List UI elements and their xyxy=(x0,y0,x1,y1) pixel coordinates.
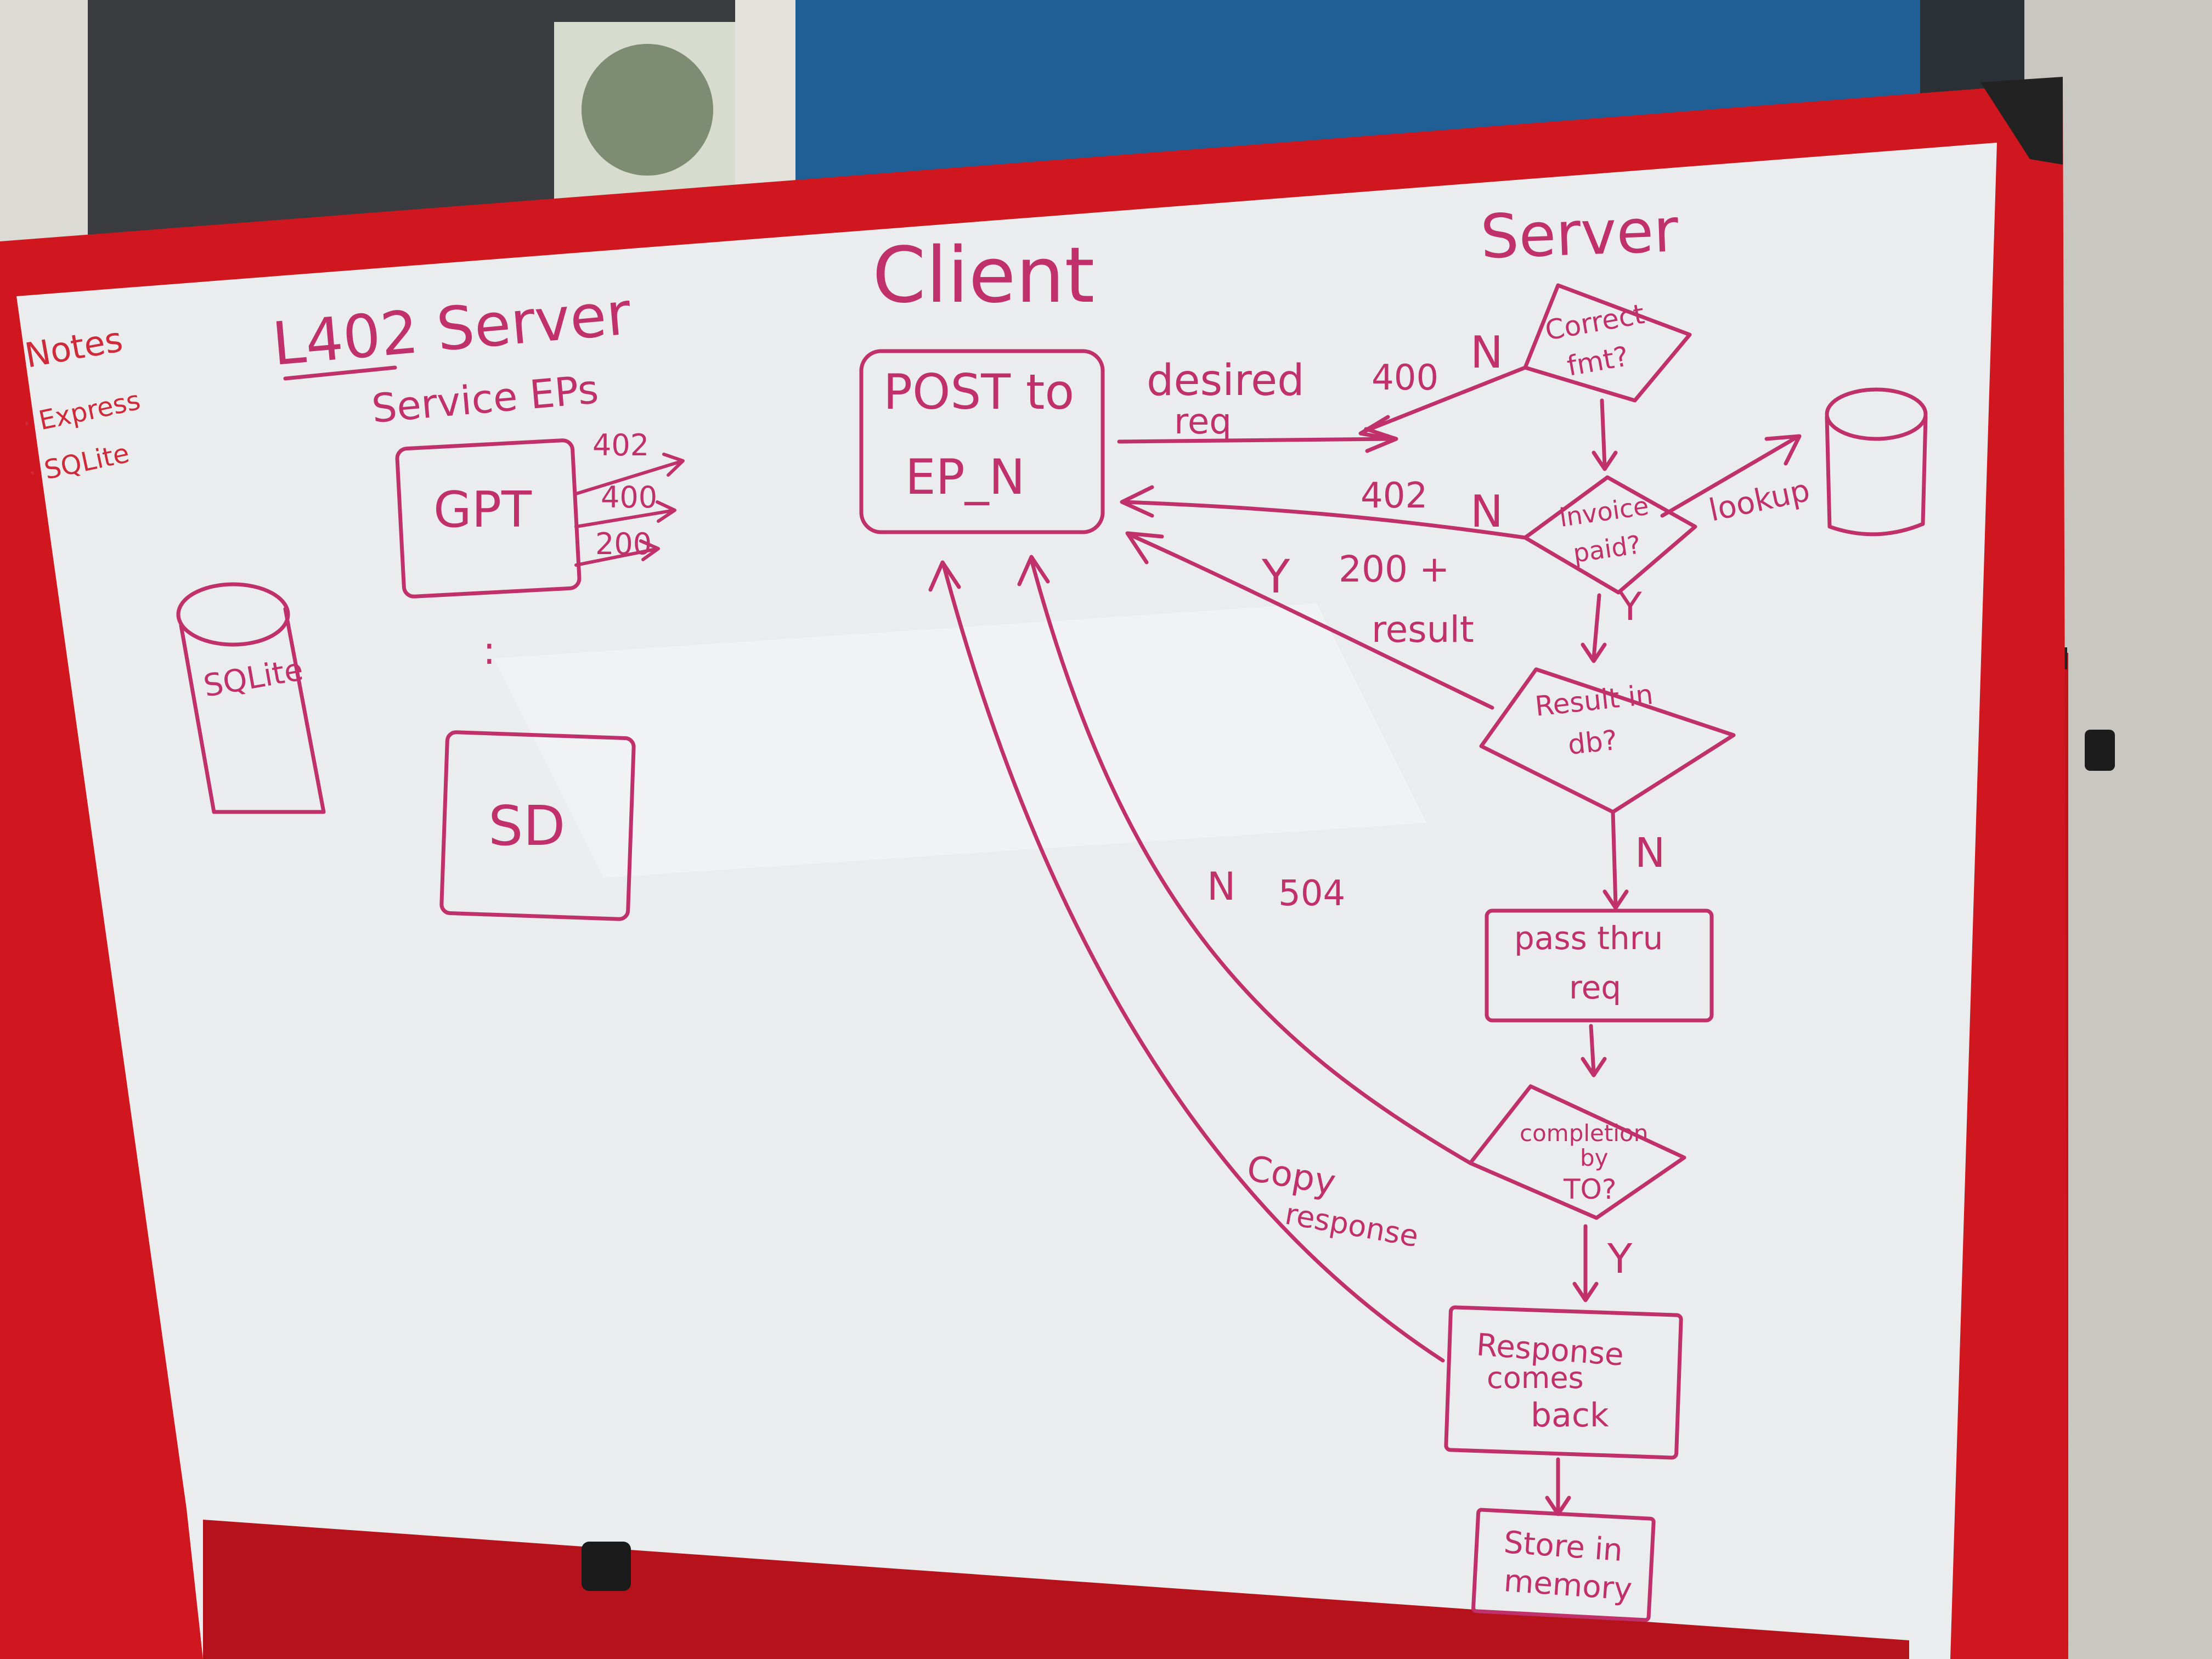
n-db: N xyxy=(1635,830,1665,877)
l402-underline xyxy=(283,365,397,381)
lookup-db-cylinder xyxy=(1825,387,1928,537)
sd-label: SD xyxy=(488,794,565,858)
gpt-arrow-402 xyxy=(574,453,685,495)
arrow-400 xyxy=(1358,365,1527,441)
post-box-line1: POST to xyxy=(883,364,1074,420)
response-line2: comes xyxy=(1487,1361,1584,1395)
gpt-code-200: 200 xyxy=(595,527,652,561)
n-400-letter: N xyxy=(1470,327,1503,378)
n-400-code: 400 xyxy=(1372,358,1438,398)
gpt-arrow-400 xyxy=(574,500,676,528)
sd-box xyxy=(439,730,636,921)
y-200-line2: result xyxy=(1372,608,1474,651)
invoice-paid-diamond xyxy=(1523,475,1697,595)
arrow-fmt-to-invoice xyxy=(1592,398,1618,471)
tray-clip xyxy=(582,1542,631,1591)
y-invoice: Y xyxy=(1618,584,1642,629)
arrow-402 xyxy=(1120,485,1527,540)
n-504-letter: N xyxy=(1207,864,1235,909)
arrow-invoice-to-db xyxy=(1581,593,1607,663)
result-db-line2: db? xyxy=(1566,724,1619,761)
n-504-code: 504 xyxy=(1278,873,1345,914)
completion-line3: TO? xyxy=(1563,1173,1616,1205)
arrow-copy-response xyxy=(928,560,1445,1363)
gpt-code-402: 402 xyxy=(592,428,649,462)
response-line3: back xyxy=(1531,1396,1609,1435)
tree-foliage xyxy=(582,44,713,176)
desired-req-arrow xyxy=(1117,427,1398,453)
post-box-line2: EP_N xyxy=(905,449,1025,505)
gpt-code-400: 400 xyxy=(601,480,657,515)
gpt-box xyxy=(395,438,582,599)
board-glare xyxy=(494,603,1426,878)
pass-thru-line1: pass thru xyxy=(1514,919,1663,957)
post-box xyxy=(859,349,1105,534)
store-line1: Store in xyxy=(1503,1525,1624,1568)
response-box xyxy=(1444,1305,1683,1460)
client-title: Client xyxy=(872,231,1094,320)
pass-thru-line2: req xyxy=(1569,969,1621,1006)
desired-req-line2: req xyxy=(1174,402,1232,442)
arrow-lookup xyxy=(1660,434,1802,518)
door-frame xyxy=(0,0,88,263)
stand-knob xyxy=(2085,730,2115,771)
n-402-letter: N xyxy=(1470,486,1503,537)
arrow-completion-to-response xyxy=(1572,1224,1599,1302)
gpt-arrow-200 xyxy=(574,539,660,567)
services-ellipsis: : xyxy=(483,628,496,673)
y-200-letter: Y xyxy=(1261,550,1290,603)
sqlite-cylinder xyxy=(176,582,326,814)
desired-req-line1: desired xyxy=(1147,356,1305,405)
y-completion: Y xyxy=(1607,1235,1633,1283)
completion-diamond xyxy=(1468,1084,1686,1220)
frame-corner xyxy=(1980,77,2063,165)
n-402-code: 402 xyxy=(1361,476,1427,516)
server-title: Server xyxy=(1479,195,1680,272)
board-surface xyxy=(16,143,1997,1659)
completion-line1: completion xyxy=(1520,1120,1648,1147)
arrow-passthru-to-completion xyxy=(1581,1024,1607,1077)
arrow-db-to-passthru xyxy=(1602,810,1629,910)
store-box xyxy=(1471,1508,1656,1622)
correct-fmt-diamond xyxy=(1523,283,1692,403)
gpt-label: GPT xyxy=(433,481,532,539)
completion-line2: by xyxy=(1580,1144,1609,1171)
y-200-line1: 200 + xyxy=(1339,548,1449,590)
arrow-200-result xyxy=(1125,531,1494,710)
pass-thru-box xyxy=(1485,909,1714,1023)
arrow-504 xyxy=(1017,555,1472,1165)
